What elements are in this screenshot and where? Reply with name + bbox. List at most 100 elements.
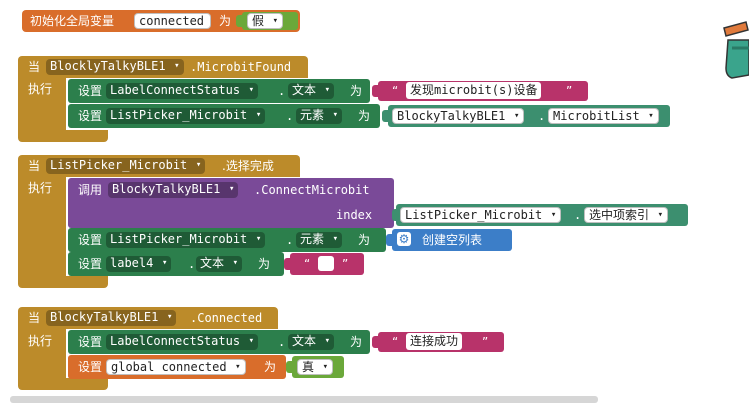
to-label: 为	[258, 257, 271, 271]
set-label: 设置	[78, 257, 103, 271]
call-connect-microbit-block[interactable]: 调用 BlockyTalkyBLE1 ▾ .ConnectMicrobit in…	[68, 178, 394, 228]
component-name: LabelConnectStatus	[110, 83, 241, 97]
create-empty-list-block[interactable]: ⚙ 创建空列表	[392, 229, 512, 251]
set-label: 设置	[78, 84, 103, 98]
component-dropdown[interactable]: label4 ▾	[106, 256, 172, 272]
quote-open: “	[392, 335, 399, 349]
chevron-down-icon: ▾	[513, 111, 520, 121]
component-dropdown[interactable]: ListPicker_Microbit ▾	[400, 207, 562, 223]
text-value-field[interactable]: 连接成功	[406, 333, 463, 350]
event-body-rail: 执行	[18, 329, 66, 381]
set-label: 设置	[78, 109, 103, 123]
property-dropdown[interactable]: 文本 ▾	[196, 256, 243, 272]
chevron-down-icon: ▾	[161, 258, 168, 268]
component-dropdown[interactable]: BlockyTalkyBLE1 ▾	[392, 108, 525, 124]
property-dropdown[interactable]: 元素 ▾	[296, 232, 343, 248]
property-name: 选中项索引	[589, 208, 650, 222]
text-string-block[interactable]: “ 发现microbit(s)设备 ”	[378, 81, 588, 101]
set-listpicker-elements-block[interactable]: 设置 ListPicker_Microbit ▾ . 元素 ▾ 为	[68, 228, 386, 252]
component-dropdown[interactable]: LabelConnectStatus ▾	[106, 83, 259, 99]
property-dropdown[interactable]: 文本 ▾	[288, 334, 335, 350]
chevron-down-icon: ▾	[332, 234, 339, 244]
method-name: .ConnectMicrobit	[254, 183, 370, 197]
to-label: 为	[358, 233, 371, 247]
empty-text-block[interactable]: “ ”	[290, 253, 364, 275]
init-global-block[interactable]: 初始化全局变量 connected 为 假 ▾	[22, 10, 300, 32]
component-dropdown[interactable]: BlockyTalkyBLE1 ▾	[46, 310, 177, 326]
text-string-block[interactable]: “ 连接成功 ”	[378, 332, 504, 352]
socket-notch	[382, 110, 388, 122]
false-block[interactable]: 假 ▾	[242, 12, 298, 30]
create-empty-list-label: 创建空列表	[422, 233, 483, 247]
variable-name: global connected	[111, 360, 227, 374]
chevron-down-icon: ▾	[235, 362, 241, 372]
variable-name-field[interactable]: connected	[134, 13, 212, 29]
to-label: 为	[350, 335, 363, 349]
event-name: .Connected	[190, 311, 263, 325]
component-dropdown[interactable]: ListPicker_Microbit ▾	[106, 232, 266, 248]
component-property-getter[interactable]: BlockyTalkyBLE1 ▾ . MicrobitList ▾	[388, 105, 670, 127]
component-dropdown[interactable]: LabelConnectStatus ▾	[106, 334, 259, 350]
to-label: 为	[264, 360, 277, 374]
socket-notch	[372, 336, 378, 348]
set-label-text-block[interactable]: 设置 LabelConnectStatus ▾ . 文本 ▾ 为	[68, 330, 370, 354]
event-after-picking-block[interactable]: 当 ListPicker_Microbit ▾ .选择完成	[18, 155, 300, 177]
text-value-field[interactable]	[318, 256, 334, 271]
event-connected-block[interactable]: 当 BlockyTalkyBLE1 ▾ .Connected	[18, 307, 278, 329]
component-name: LabelConnectStatus	[110, 334, 241, 348]
init-global-label: 初始化全局变量	[30, 14, 115, 28]
do-label: 执行	[28, 181, 53, 195]
component-dropdown[interactable]: ListPicker_Microbit ▾	[106, 108, 266, 124]
variable-name-text: connected	[139, 14, 205, 28]
boolean-dropdown[interactable]: 假 ▾	[247, 13, 284, 29]
event-bottom	[18, 130, 108, 142]
boolean-dropdown[interactable]: 真 ▾	[297, 359, 334, 375]
selection-index-getter[interactable]: ListPicker_Microbit ▾ . 选中项索引 ▾	[396, 204, 688, 226]
param-index-label: index	[336, 208, 373, 222]
to-label: 为	[350, 84, 363, 98]
variable-dropdown[interactable]: global connected ▾	[106, 359, 246, 375]
property-name: 文本	[292, 83, 317, 97]
property-dropdown[interactable]: 文本 ▾	[288, 83, 335, 99]
component-dropdown[interactable]: BlockyTalkyBLE1 ▾	[108, 182, 239, 198]
text-value-field[interactable]: 发现microbit(s)设备	[406, 82, 542, 99]
do-label: 执行	[28, 82, 53, 96]
when-label: 当	[28, 311, 41, 325]
set-label-text-block[interactable]: 设置 LabelConnectStatus ▾ . 文本 ▾ 为	[68, 79, 370, 103]
quote-close: ”	[482, 335, 489, 349]
property-name: 文本	[292, 334, 317, 348]
gear-icon[interactable]: ⚙	[397, 232, 411, 246]
event-bottom	[18, 276, 108, 288]
trash-icon[interactable]	[718, 20, 749, 80]
event-name: .选择完成	[222, 159, 274, 173]
component-name: BlocklyTalkyBLE1	[50, 59, 166, 73]
dot-label: .	[574, 208, 582, 222]
socket-notch	[386, 234, 392, 246]
text-value: 连接成功	[410, 334, 459, 348]
component-dropdown[interactable]: ListPicker_Microbit ▾	[46, 158, 206, 174]
quote-close: ”	[566, 84, 573, 98]
property-dropdown[interactable]: 选中项索引 ▾	[584, 207, 669, 223]
event-microbit-found-block[interactable]: 当 BlocklyTalkyBLE1 ▾ .MicrobitFound	[18, 56, 308, 78]
set-global-connected-block[interactable]: 设置 global connected ▾ 为	[68, 355, 286, 379]
true-block[interactable]: 真 ▾	[292, 356, 344, 378]
dot-label: .	[286, 233, 294, 247]
component-name: BlockyTalkyBLE1	[397, 109, 506, 123]
component-name: BlockyTalkyBLE1	[112, 182, 221, 196]
quote-open: “	[392, 84, 399, 98]
component-name: BlockyTalkyBLE1	[50, 310, 159, 324]
property-dropdown[interactable]: MicrobitList ▾	[548, 108, 659, 124]
socket-notch	[392, 209, 398, 221]
set-label4-text-block[interactable]: 设置 label4 ▾ . 文本 ▾ 为	[68, 252, 284, 276]
socket-notch	[236, 15, 242, 27]
chevron-down-icon: ▾	[248, 336, 255, 346]
component-dropdown[interactable]: BlocklyTalkyBLE1 ▾	[46, 59, 184, 75]
property-dropdown[interactable]: 元素 ▾	[296, 108, 343, 124]
horizontal-scrollbar[interactable]	[10, 396, 598, 403]
chevron-down-icon: ▾	[324, 336, 331, 346]
set-label: 设置	[78, 360, 103, 374]
chevron-down-icon: ▾	[255, 234, 262, 244]
set-label: 设置	[78, 233, 103, 247]
set-listpicker-elements-block[interactable]: 设置 ListPicker_Microbit ▾ . 元素 ▾ 为	[68, 104, 380, 128]
quote-close: ”	[342, 257, 349, 271]
